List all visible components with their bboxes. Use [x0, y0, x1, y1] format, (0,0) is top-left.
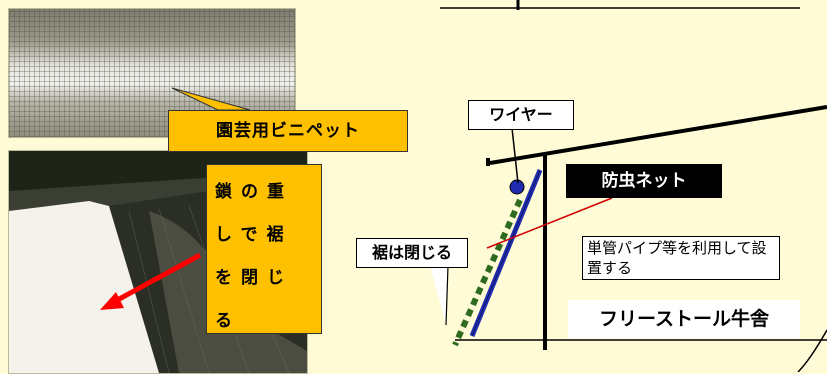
hem-dash-line: [452, 198, 523, 347]
insect-net-edge: [471, 169, 541, 337]
chain-weight-callout: 鎖の重しで裾を閉じる: [206, 164, 322, 334]
red-arrow-shaft: [110, 252, 202, 306]
pipe-note-label: 単管パイプ等を利用して設置する: [582, 236, 780, 280]
net-pointer: [486, 197, 613, 249]
binipet-callout: 園芸用ビニペット: [168, 110, 408, 152]
binipet-callout-tail: [171, 87, 251, 111]
barn-label: フリーストール牛舎: [568, 300, 800, 338]
red-arrow-head: [100, 292, 124, 310]
hem-closed-label: 裾は閉じる: [356, 238, 468, 268]
wire-label: ワイヤー: [468, 100, 574, 130]
wire-knob: [509, 179, 525, 195]
frame-curve: [797, 329, 827, 372]
hem-pointer: [430, 265, 449, 326]
insect-net-line: [469, 169, 543, 337]
roof-line: [489, 105, 827, 165]
insect-net-label: 防虫ネット: [566, 164, 722, 198]
wire-pointer: [511, 127, 519, 184]
